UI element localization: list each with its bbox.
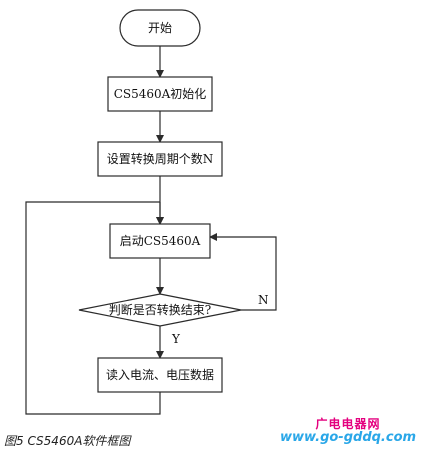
edge-line <box>25 201 161 415</box>
figure-caption: 图5 CS5460A软件框图 <box>4 434 131 448</box>
node-shape-process <box>109 223 211 259</box>
node-label: 设置转换周期个数N <box>107 151 214 166</box>
watermark-site-name: 广电电器网 <box>315 417 381 431</box>
node-shape-decision <box>78 293 242 327</box>
node-shape-process <box>107 76 213 112</box>
watermark: 广电电器网 www.go-gddq.com <box>278 417 418 446</box>
edge-check-to-launch: N <box>209 233 277 311</box>
node-start: 开始 <box>119 9 201 47</box>
watermark-site-url: www.go-gddq.com <box>279 430 417 446</box>
node-check: 判断是否转换结束? <box>78 293 242 327</box>
node-shape-process <box>97 141 223 177</box>
edge-label: Y <box>171 332 181 346</box>
node-label: 判断是否转换结束? <box>109 302 211 317</box>
edge-line <box>209 233 277 311</box>
node-label: 启动CS5460A <box>120 234 201 248</box>
node-launch: 启动CS5460A <box>109 223 211 259</box>
edge-label: N <box>258 293 269 307</box>
edges-layer: YN <box>25 46 277 415</box>
node-label: 读入电流、电压数据 <box>106 367 214 382</box>
node-shape-process <box>97 357 223 393</box>
edge-check-to-read: Y <box>156 326 181 359</box>
node-init: CS5460A初始化 <box>107 76 213 112</box>
node-label: CS5460A初始化 <box>114 87 207 101</box>
edge-read-to-launch <box>25 201 161 415</box>
node-label: 开始 <box>148 21 172 35</box>
node-shape-terminal <box>119 9 201 47</box>
node-read: 读入电流、电压数据 <box>97 357 223 393</box>
node-set-count: 设置转换周期个数N <box>97 141 223 177</box>
